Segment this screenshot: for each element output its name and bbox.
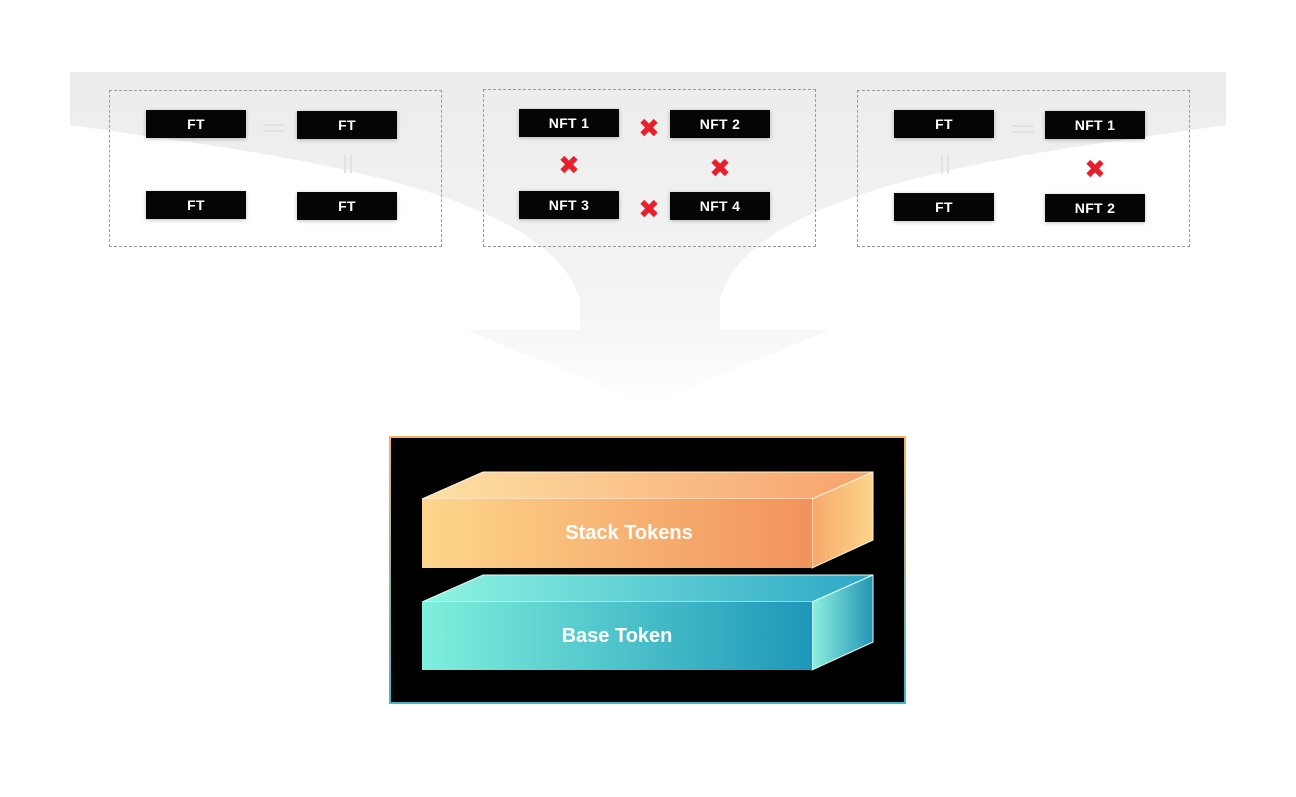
token-nft: NFT 2 xyxy=(1045,194,1145,222)
mixed-group: FT NFT 1 FT NFT 2 ✖ xyxy=(857,90,1190,247)
base-block-top xyxy=(421,574,874,603)
equals-icon xyxy=(263,123,285,133)
equals-icon xyxy=(1012,124,1034,134)
x-icon: ✖ xyxy=(638,195,660,225)
token-ft: FT xyxy=(297,192,397,220)
token-nft: NFT 4 xyxy=(670,192,770,220)
x-icon: ✖ xyxy=(709,154,731,184)
stack-block-front xyxy=(422,499,812,568)
token-nft: NFT 1 xyxy=(1045,111,1145,139)
stack-tokens-label: Stack Tokens xyxy=(565,522,693,544)
token-ft: FT xyxy=(894,110,994,138)
equals-icon xyxy=(940,156,950,174)
non-fungible-group: NFT 1 NFT 2 NFT 3 NFT 4 ✖ ✖ ✖ ✖ xyxy=(483,89,816,247)
fungible-group: FT FT FT FT xyxy=(109,90,442,247)
token-ft: FT xyxy=(146,110,246,138)
token-stack-panel: Stack Tokens Base Token xyxy=(389,436,906,704)
base-token-label: Base Token xyxy=(561,625,673,647)
token-blocks xyxy=(421,471,874,671)
token-ft: FT xyxy=(297,111,397,139)
funnel-arrow-icon xyxy=(70,72,1226,405)
stack-block-top xyxy=(421,471,874,500)
token-ft: FT xyxy=(894,193,994,221)
equals-icon xyxy=(343,155,353,173)
base-block-front xyxy=(422,602,812,670)
token-nft: NFT 2 xyxy=(670,110,770,138)
x-icon: ✖ xyxy=(638,114,660,144)
token-ft: FT xyxy=(146,191,246,219)
x-icon: ✖ xyxy=(558,151,580,181)
token-nft: NFT 1 xyxy=(519,109,619,137)
x-icon: ✖ xyxy=(1084,155,1106,185)
token-nft: NFT 3 xyxy=(519,191,619,219)
